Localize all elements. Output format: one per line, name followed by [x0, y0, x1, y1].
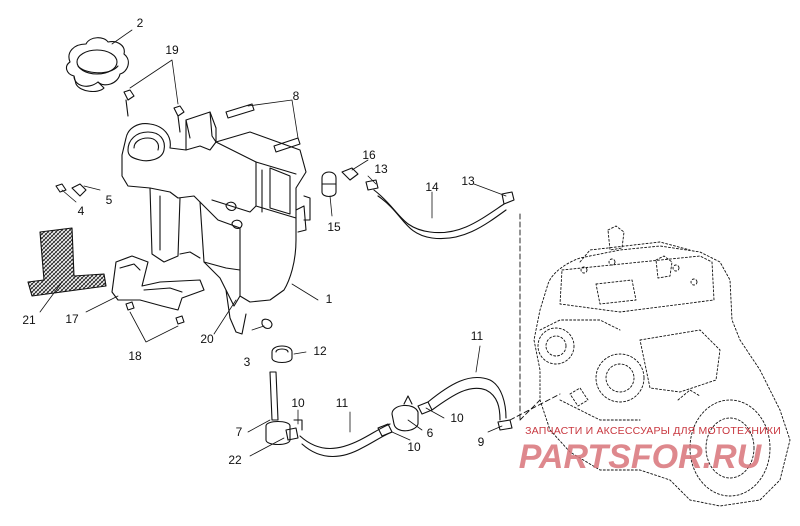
- callout-1: 1: [325, 292, 333, 306]
- oil-line-assembly: [265, 345, 513, 457]
- callout-11-right: 11: [470, 329, 484, 343]
- watermark-tagline: ЗАПЧАСТИ И АКСЕССУАРЫ ДЛЯ МОТОТЕХНИКИ: [525, 425, 781, 437]
- callout-4: 4: [77, 204, 85, 218]
- callout-16: 16: [362, 148, 376, 162]
- callout-14: 14: [425, 180, 439, 194]
- callout-13-upper: 13: [374, 162, 388, 176]
- callout-15: 15: [327, 220, 341, 234]
- leader-lines: [39, 29, 507, 457]
- filler-cap: [65, 37, 129, 93]
- callout-22: 22: [228, 453, 242, 467]
- callout-13-right: 13: [461, 174, 475, 188]
- callout-20: 20: [200, 332, 214, 346]
- watermark-logo-text: PARTSFOR.RU: [519, 438, 763, 476]
- vent-line-assembly: [321, 167, 515, 240]
- callout-18: 18: [128, 349, 142, 363]
- callout-5: 5: [105, 193, 113, 207]
- callout-3: 3: [243, 355, 251, 369]
- callout-7: 7: [235, 425, 243, 439]
- callout-10-right: 10: [450, 411, 464, 425]
- engine-outline: [533, 225, 791, 507]
- callout-8: 8: [292, 89, 300, 103]
- callout-12: 12: [313, 344, 327, 358]
- callout-21: 21: [22, 313, 36, 327]
- callout-11-left: 11: [335, 396, 349, 410]
- callout-6: 6: [426, 426, 434, 440]
- foam-pad: [27, 227, 107, 297]
- callout-17: 17: [65, 312, 79, 326]
- oil-tank: [121, 111, 311, 335]
- mount-bracket: [111, 255, 205, 311]
- tank-hardware: [55, 89, 301, 330]
- callout-2: 2: [136, 16, 144, 30]
- callout-9: 9: [477, 435, 485, 449]
- callout-19: 19: [165, 43, 179, 57]
- callout-10-top: 10: [291, 396, 305, 410]
- watermark-logo: PARTSFOR.RU: [519, 438, 763, 476]
- callout-10-bottom: 10: [407, 440, 421, 454]
- connection-lines: [509, 213, 561, 421]
